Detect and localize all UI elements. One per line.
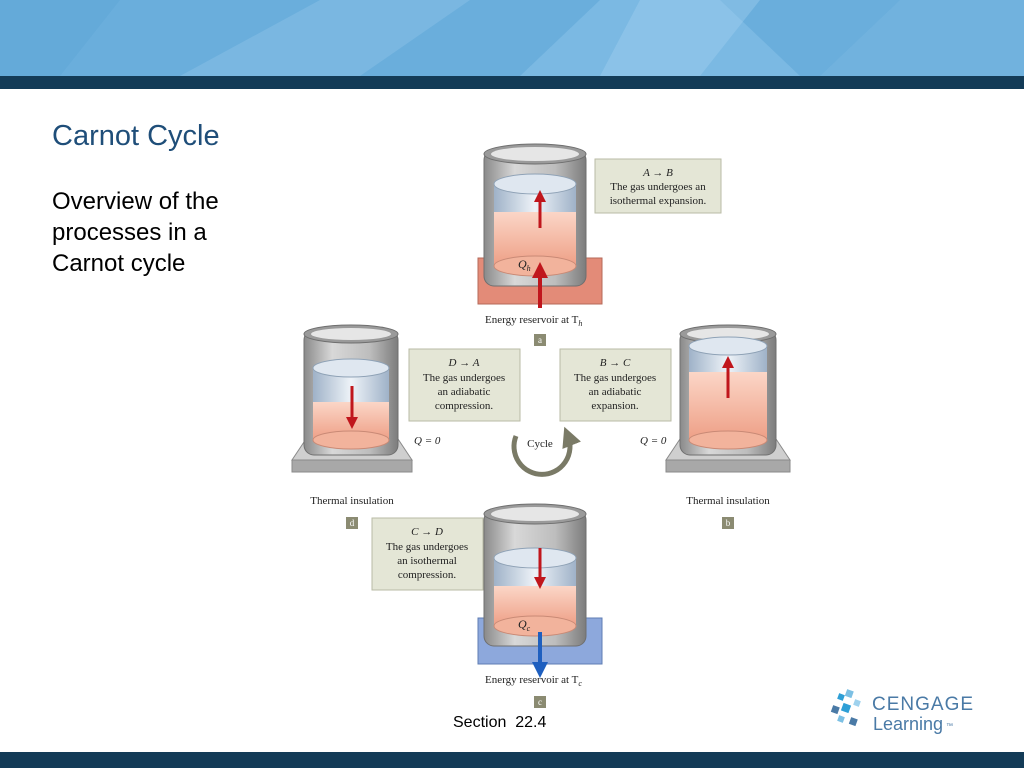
slide-title: Carnot Cycle [52,120,220,152]
panel-tag-a-label: a [538,335,542,345]
panel-d: Q = 0 Thermal insulation d D → A The gas… [291,324,521,529]
heat-label-qc: Qc [518,617,531,633]
section-label: Section 22.4 [453,714,547,731]
q-zero-label: Q = 0 [414,435,441,447]
cycle-arrow-icon [511,426,581,477]
body-line: Carnot cycle [52,250,186,277]
reservoir-label-hot: Energy reservoir at Th [485,314,582,328]
caption-line: The gas undergoes an [610,181,706,193]
process-label-a: A → B [642,167,673,179]
cycle-indicator: Cycle [511,426,581,477]
caption-line: compression. [398,569,457,581]
caption-line: isothermal expansion. [610,195,707,207]
process-label-b: B → C [600,357,631,369]
body-line: processes in a [52,219,207,246]
panel-tag-c [534,696,546,708]
caption-line: The gas undergoes [423,372,505,384]
logo-text-learning: Learning [873,714,943,734]
process-label-d: D → A [448,357,480,369]
logo-text-cengage: CENGAGE [872,694,974,715]
slide-body: Overview of the processes in a Carnot cy… [52,186,272,279]
header-pattern [0,0,1024,76]
process-label-c: C → D [411,526,443,538]
panel-tag-b [722,517,734,529]
caption-line: expansion. [591,400,639,412]
logo-trademark: ™ [946,723,953,730]
body-line: Overview of the [52,188,219,215]
panel-tag-c-label: c [538,697,542,707]
thermal-insulation-label: Thermal insulation [310,495,394,507]
carnot-cycle-diagram: Qh Energy reservoir at Th a A → B The ga… [291,143,791,708]
header-band [0,0,1024,76]
panel-tag-a [534,334,546,346]
panel-b: Q = 0 Thermal insulation b B → C The gas… [559,324,791,529]
panel-tag-b-label: b [726,518,731,528]
cengage-logo: CENGAGE Learning ™ [830,689,974,734]
caption-box-a [594,158,722,214]
heat-label-qh: Qh [518,257,531,273]
caption-box-c [371,517,484,591]
footer-band [0,752,1024,768]
reservoir-label-cold: Energy reservoir at Tc [485,674,582,688]
caption-box-d [408,348,521,422]
caption-line: The gas undergoes [574,372,656,384]
panel-tag-d [346,517,358,529]
q-zero-label: Q = 0 [640,435,667,447]
caption-box-b [559,348,672,422]
caption-line: an adiabatic [438,386,491,398]
caption-line: The gas undergoes [386,541,468,553]
thermal-insulation-label: Thermal insulation [686,495,770,507]
panel-tag-d-label: d [350,518,355,528]
caption-line: compression. [435,400,494,412]
cycle-label: Cycle [527,438,553,450]
header-stripe [0,76,1024,89]
caption-line: an adiabatic [589,386,642,398]
caption-line: an isothermal [397,555,457,567]
panel-a: Qh Energy reservoir at Th a A → B The ga… [477,143,722,346]
panel-c: Qc Energy reservoir at Tc c C → D The ga… [371,503,603,708]
cengage-mark-icon [830,689,861,727]
